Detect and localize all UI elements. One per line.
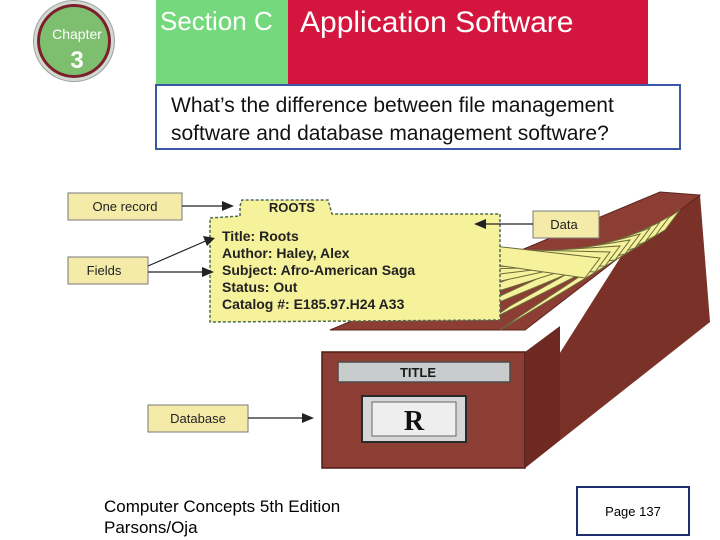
cabinet-side — [525, 195, 710, 468]
drawer-side — [525, 326, 560, 468]
card-line-author: Author: Haley, Alex — [222, 245, 350, 261]
section-band — [156, 0, 288, 84]
chapter-badge: Chapter 3 — [34, 1, 114, 81]
callout-database-label: Database — [170, 411, 226, 426]
footer-credit-line-1: Computer Concepts 5th Edition — [104, 497, 341, 516]
page-number: Page 137 — [605, 503, 661, 519]
record-card — [209, 199, 501, 323]
card-catalog-illustration: TITLE R ROOTS Title: Roots Author: Haley… — [67, 191, 710, 469]
footer-credit-line-2: Parsons/Oja — [104, 518, 198, 537]
callout-data: Data — [474, 210, 600, 239]
section-label: Section C — [160, 6, 273, 36]
callout-fields: Fields — [67, 236, 215, 285]
footer-credit: Computer Concepts 5th Edition Parsons/Oj… — [104, 496, 340, 538]
question-line-2: software and database management softwar… — [171, 122, 609, 145]
title-label-text: TITLE — [400, 365, 436, 380]
card-line-catalog: Catalog #: E185.97.H24 A33 — [222, 296, 405, 312]
title-band — [288, 0, 648, 84]
callout-database: Database — [147, 404, 314, 433]
card-line-subject: Subject: Afro-American Saga — [222, 262, 415, 278]
question-line-1: What’s the difference between file manag… — [171, 94, 614, 117]
title-label-holder — [337, 361, 511, 383]
card-heading: ROOTS — [269, 200, 316, 215]
drawer-letter: R — [404, 406, 425, 437]
callout-one-record-label: One record — [92, 199, 157, 214]
callout-data-label: Data — [550, 217, 578, 232]
chapter-number: 3 — [70, 47, 84, 74]
letter-plate-inner — [371, 401, 457, 437]
callout-fields-label: Fields — [87, 263, 122, 278]
callout-one-record: One record — [67, 192, 234, 221]
slide-title: Application Software — [300, 6, 574, 39]
card-line-status: Status: Out — [222, 279, 298, 295]
chapter-label: Chapter — [52, 26, 102, 42]
card-line-title: Title: Roots — [222, 228, 299, 244]
page-number-box: Page 137 — [576, 486, 690, 536]
question-box: What’s the difference between file manag… — [155, 84, 681, 150]
